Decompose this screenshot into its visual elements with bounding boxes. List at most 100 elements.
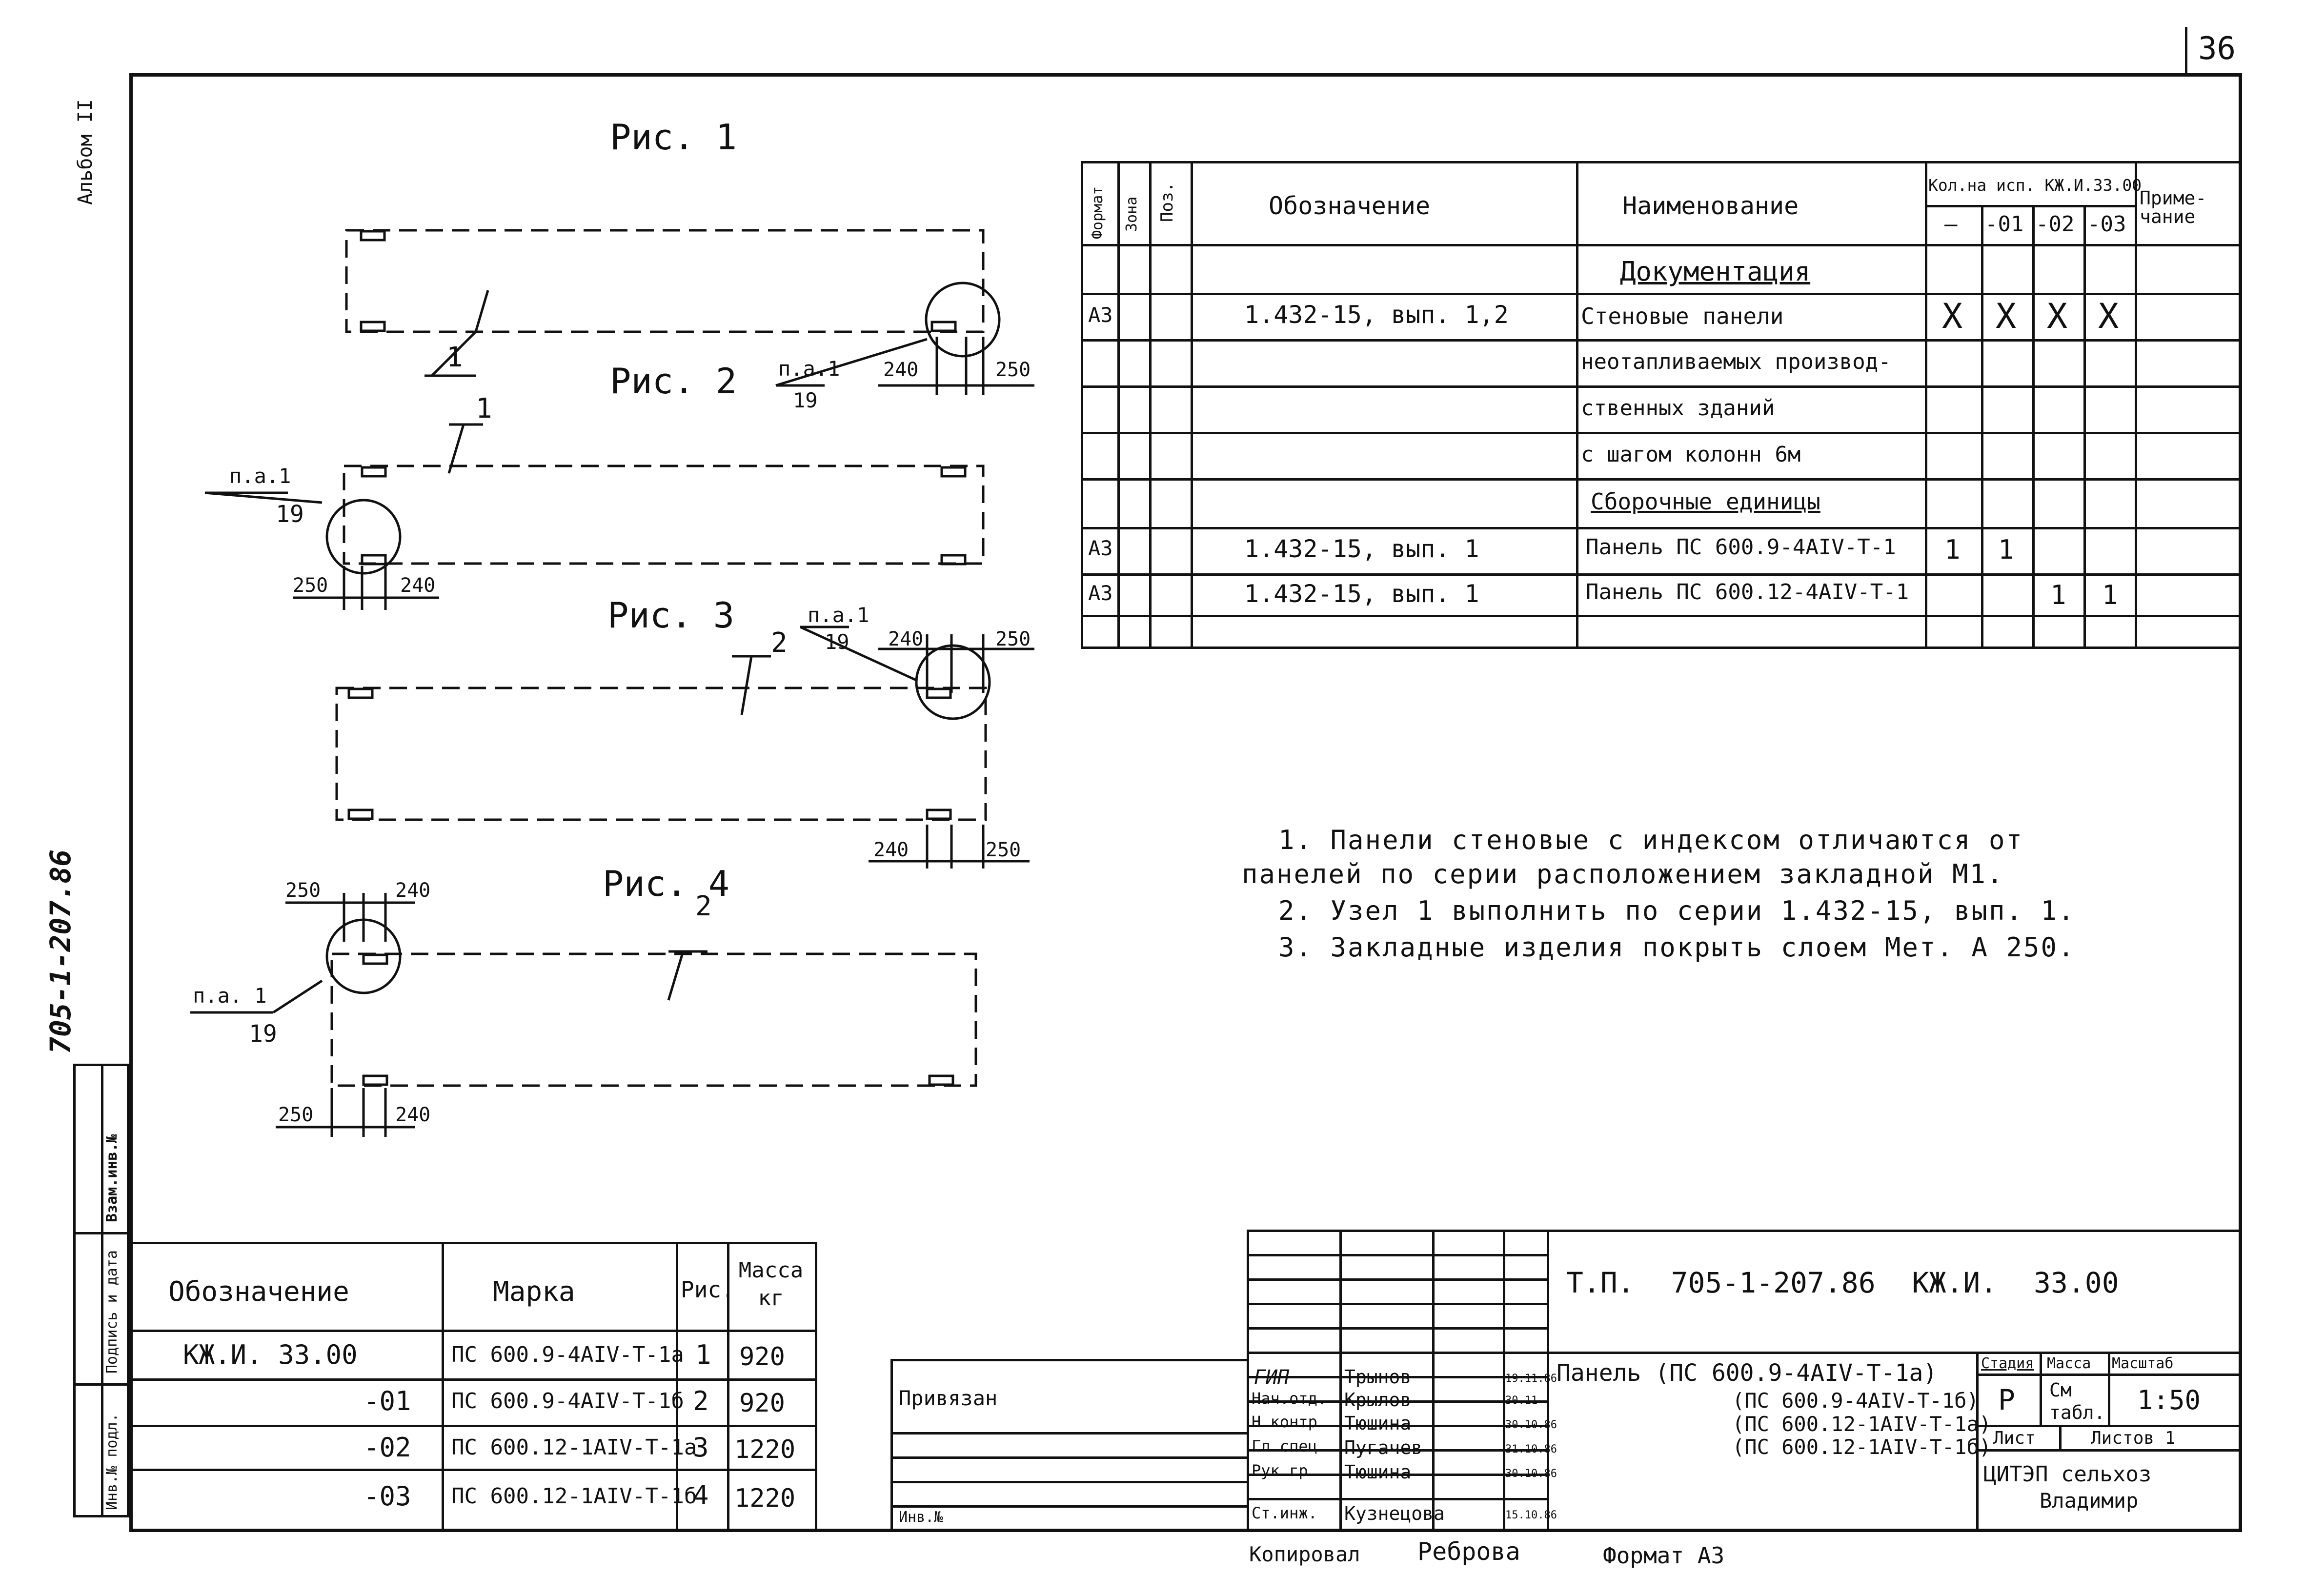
figure-dim-b-4: 240	[395, 879, 431, 902]
mark-row-mark: ПС 600.12-1АIV-Т-1а	[451, 1435, 697, 1460]
spec-header-pos: Поз.	[1157, 182, 1177, 222]
mark-row-fig: 2	[693, 1386, 709, 1416]
tb-org-line2: Владимир	[2040, 1489, 2139, 1513]
footer-copied-label: Копировал	[1249, 1542, 1360, 1566]
tb-product-line-4: (ПС 600.12-1АIV-Т-1б)	[1732, 1435, 1992, 1459]
spec-row-name: Сборочные единицы	[1591, 488, 1820, 515]
spec-header-note: Приме-чание	[2140, 187, 2207, 227]
tb-role: Ст.инж.	[1252, 1504, 1317, 1522]
tb-org-line1: ЦИТЭП сельхоз	[1983, 1462, 2152, 1487]
mark-row-fig: 1	[695, 1339, 711, 1370]
figure-dim-a-4: 250	[285, 879, 321, 902]
spec-header-name: Наименование	[1622, 192, 1799, 220]
mark-row-designation: КЖ.И. 33.00	[183, 1339, 358, 1370]
spec-row-qty: 1	[1998, 534, 2014, 565]
tb-product-line-3: (ПС 600.12-1АIV-Т-1а)	[1732, 1412, 1992, 1436]
mark-row-mass: 920	[739, 1389, 785, 1418]
node-circle-fig1	[925, 282, 1001, 358]
spec-row-format: А3	[1088, 303, 1113, 327]
tb-mass-label: Масса	[2047, 1355, 2091, 1372]
node-circle-fig2	[325, 499, 402, 575]
spec-row-name: ственных зданий	[1581, 396, 1775, 421]
tb-scale-label: Масштаб	[2112, 1355, 2174, 1372]
tb-role: Рук.гр.	[1252, 1461, 1317, 1480]
side-stamp-strip: Взам.инв.№ Подпись и дата Инв.№ подл.	[73, 1064, 129, 1517]
figure-node-sheet-2: 19	[276, 501, 304, 528]
spec-row-name: Панель ПС 600.9-4АIV-Т-1	[1586, 535, 1896, 560]
note-line-4: 3. Закладные изделия покрыть слоем Мет. …	[1278, 932, 2076, 963]
spec-row-qty: X	[1942, 296, 1963, 336]
figure-node-sheet-4: 19	[249, 1020, 277, 1048]
tb-product-line-2: (ПС 600.9-4АIV-Т-1б)	[1732, 1389, 1979, 1413]
spec-row-qty: 1	[2102, 580, 2118, 610]
figure-title-2: Рис. 2	[610, 361, 737, 402]
title-block: ГИП Трынов 19.11.86 Нач.отд. Крылов 30.1…	[1247, 1230, 2242, 1532]
figure-title-1: Рис. 1	[610, 117, 737, 158]
tb-sheet-label: Лист	[1993, 1428, 2036, 1448]
spec-row-name: неотапливаемых производ-	[1581, 349, 1891, 374]
tb-date: 19.11.86	[1505, 1373, 1557, 1385]
figure-dim-a-1: 240	[883, 359, 919, 381]
spec-header-qty-0: —	[1944, 212, 1958, 237]
mark-header-mark: Марка	[493, 1276, 575, 1308]
figure-dim-c-3: 240	[873, 839, 909, 861]
tb-name: Пугачев	[1344, 1437, 1423, 1458]
tb-name: Тюшина	[1344, 1461, 1412, 1483]
tb-date: 30.10.86	[1505, 1419, 1557, 1431]
figure-node-label-1: п.а.1	[778, 357, 840, 381]
spec-row-qty: 1	[1944, 534, 1961, 565]
spec-row-qty: X	[1996, 296, 2017, 336]
figure-leader-4: 2	[695, 890, 712, 922]
spec-row-designation: 1.432-15, вып. 1	[1244, 580, 1479, 608]
tb-date: 30.11	[1505, 1394, 1538, 1407]
sheet-frame	[129, 73, 2242, 1532]
spec-row-designation: 1.432-15, вып. 1	[1244, 535, 1479, 563]
spec-row-format: А3	[1088, 581, 1113, 605]
figure-node-sheet-3: 19	[825, 630, 849, 654]
spec-row-name: Документация	[1620, 256, 1811, 287]
node-circle-fig3	[915, 644, 991, 720]
tb-date: 31.10.86	[1505, 1443, 1557, 1455]
tb-name: Трынов	[1344, 1366, 1412, 1388]
figure-dim-b-2: 240	[400, 574, 436, 597]
tb-name: Крылов	[1344, 1389, 1412, 1411]
binding-inv: Инв.№	[899, 1509, 943, 1526]
tb-role: Нач.отд.	[1252, 1389, 1327, 1408]
mark-row-mass: 920	[739, 1342, 785, 1372]
figure-leader-1: 1	[446, 342, 463, 373]
tb-name: Тюшина	[1344, 1413, 1412, 1434]
tb-scale: 1:50	[2137, 1385, 2201, 1415]
spec-row-qty: X	[2098, 296, 2119, 336]
mark-row-mass: 1220	[734, 1484, 796, 1513]
spec-row-name: Панель ПС 600.12-4АIV-Т-1	[1586, 580, 1909, 605]
tb-name: Кузнецова	[1344, 1503, 1445, 1524]
mark-row-mark: ПС 600.12-1АIV-Т-1б	[451, 1484, 697, 1509]
figure-dim-c-4: 250	[278, 1104, 314, 1126]
spec-row-format: А3	[1088, 536, 1113, 560]
spec-header-qty-3: -03	[2087, 212, 2126, 237]
panel-outline-fig3	[335, 687, 987, 821]
spec-header-designation: Обозначение	[1269, 192, 1431, 220]
spec-header-qty-1: -01	[1985, 212, 2024, 237]
spec-row-name: с шагом колонн 6м	[1581, 442, 1801, 467]
mark-table: Обозначение Марка Рис. Масса кг КЖ.И. 33…	[129, 1242, 817, 1532]
tb-role: Гл.спец.	[1252, 1437, 1327, 1455]
mark-row-mark: ПС 600.9-4АIV-Т-1а	[451, 1342, 684, 1367]
figure-leader-3: 2	[771, 627, 788, 659]
tb-product-line-1: Панель (ПС 600.9-4АIV-Т-1а)	[1557, 1359, 1938, 1387]
mark-header-fig: Рис.	[681, 1276, 735, 1303]
mark-row-designation: -01	[364, 1386, 411, 1416]
spec-row-designation: 1.432-15, вып. 1,2	[1244, 301, 1509, 329]
tb-stage: Р	[1998, 1383, 2015, 1416]
footer-format: Формат А3	[1603, 1542, 1725, 1569]
binding-block: Привязан Инв.№	[890, 1359, 1249, 1532]
figure-dim-a-3: 240	[888, 628, 924, 650]
mark-row-fig: 3	[693, 1432, 709, 1463]
figure-dim-d-3: 250	[986, 839, 1021, 861]
note-line-1: 1. Панели стеновые с индексом отличаются…	[1278, 825, 2023, 855]
mark-row-designation: -03	[364, 1481, 411, 1512]
figure-title-3: Рис. 3	[607, 595, 735, 636]
figure-leader-2: 1	[476, 393, 492, 424]
figure-dim-b-3: 250	[995, 628, 1031, 650]
page-number: 36	[2198, 31, 2236, 67]
